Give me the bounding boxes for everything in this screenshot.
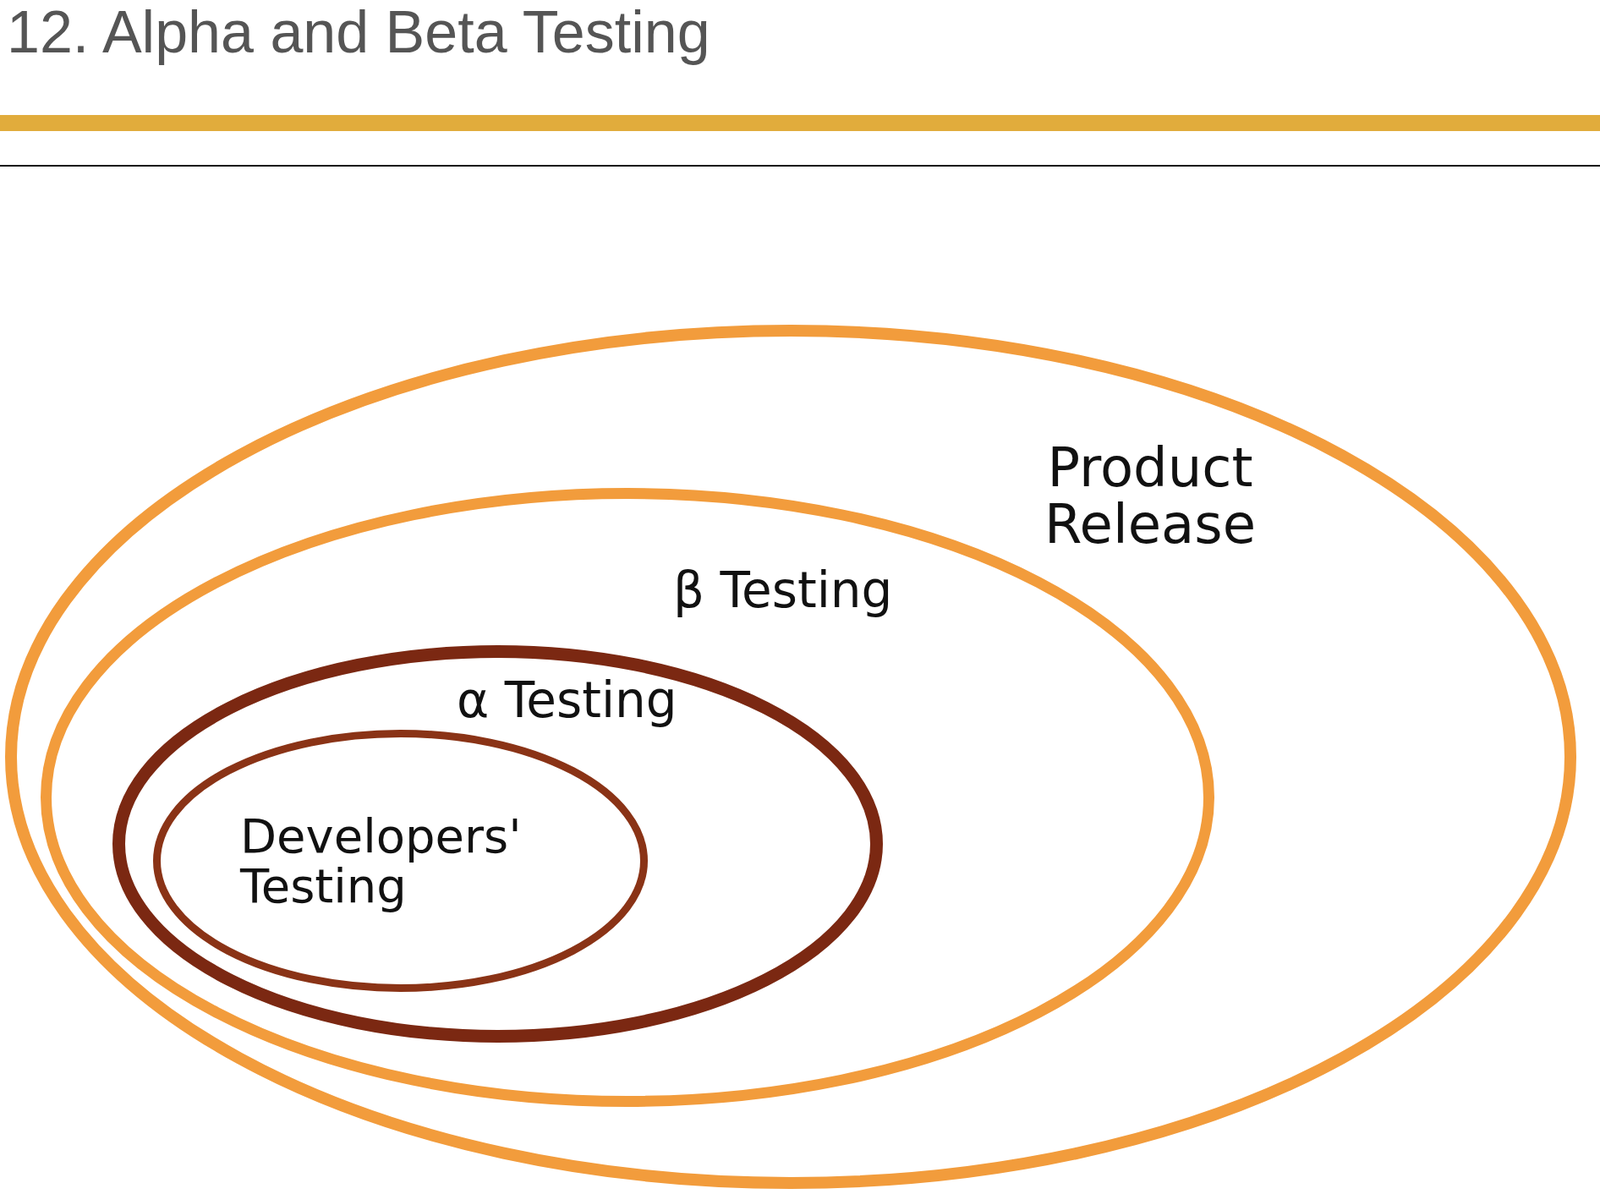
region-label: α Testing [456, 674, 711, 727]
region-label: β Testing [673, 564, 927, 617]
slide-title: 12. Alpha and Beta Testing [6, 0, 711, 67]
nested-ellipse: β Testing α TestingDevelopers' Testing [40, 487, 1215, 1107]
region-label: Product Release [1035, 439, 1265, 554]
ellipse-stroke [157, 734, 645, 989]
ellipse-outline [5, 324, 1577, 1190]
divider-line [0, 164, 1600, 167]
region-label: Developers' Testing [240, 811, 537, 912]
gold-bar [0, 115, 1600, 132]
ellipse-stroke [46, 493, 1210, 1102]
nested-ellipse: Developers' Testing [153, 729, 648, 992]
ellipse-outline [40, 487, 1215, 1107]
nested-ellipse: Product Release β Testing α TestingDevelop… [5, 324, 1577, 1190]
ellipse-stroke [119, 652, 877, 1037]
nested-ellipse: α TestingDevelopers' Testing [112, 645, 883, 1043]
ellipse-stroke [10, 330, 1571, 1184]
